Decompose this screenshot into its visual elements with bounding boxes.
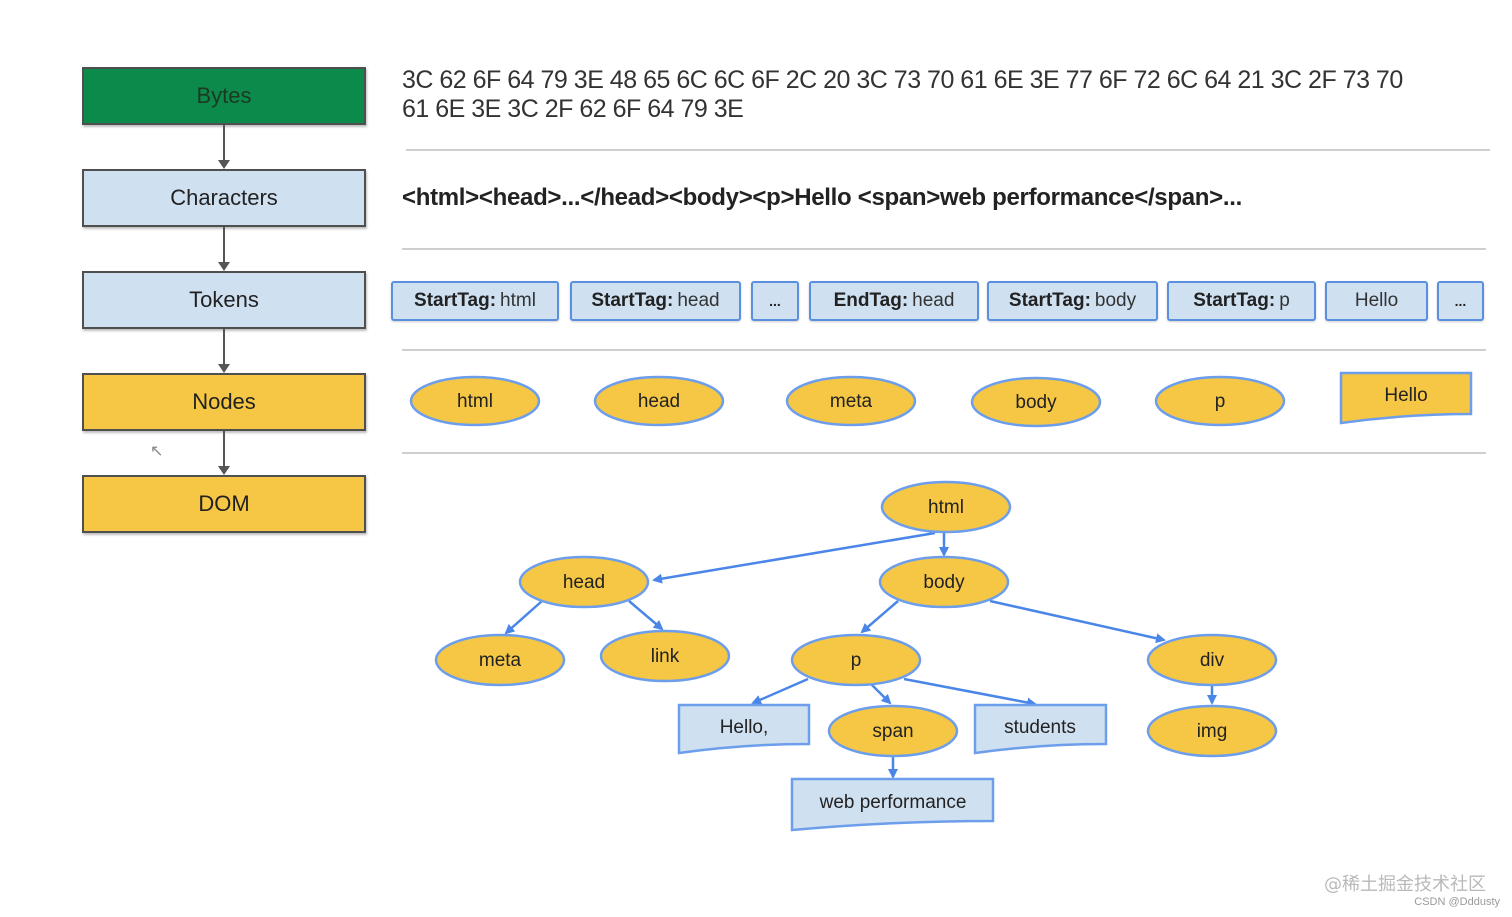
token-sep: : bbox=[1084, 290, 1091, 311]
token-sep: : bbox=[489, 290, 497, 311]
edge-body-div bbox=[989, 599, 1166, 644]
token-text-hello: Hello bbox=[1325, 281, 1428, 321]
edge-body-p bbox=[860, 600, 899, 634]
dom-node-p: p bbox=[790, 633, 922, 687]
token-sep: : bbox=[667, 290, 674, 311]
stage-characters: Characters bbox=[82, 169, 366, 227]
node-hello-text: Hello bbox=[1339, 371, 1473, 425]
edge-p-students bbox=[903, 677, 1037, 708]
token-kind: StartTag bbox=[414, 290, 490, 311]
token-value: Hello bbox=[1354, 290, 1399, 311]
token-value: html bbox=[500, 290, 536, 311]
node-p: p bbox=[1154, 375, 1286, 427]
token-value: head bbox=[912, 290, 955, 311]
node-label: head bbox=[638, 391, 680, 412]
node-label: html bbox=[928, 497, 964, 518]
token-endtag-head: EndTag:head bbox=[809, 281, 979, 321]
node-label: Hello bbox=[1384, 385, 1427, 406]
dom-node-hello-text: Hello, bbox=[677, 703, 811, 755]
node-label: p bbox=[1215, 391, 1226, 412]
stage-dom-label: DOM bbox=[198, 491, 250, 516]
pipeline-connector bbox=[223, 329, 225, 364]
pipeline-connector bbox=[223, 227, 225, 262]
dom-node-meta: meta bbox=[434, 633, 566, 687]
node-label: meta bbox=[830, 391, 873, 412]
stage-characters-label: Characters bbox=[170, 185, 278, 210]
node-label: body bbox=[923, 572, 965, 593]
divider bbox=[402, 349, 1486, 351]
node-body: body bbox=[970, 376, 1102, 428]
node-label: students bbox=[1004, 717, 1076, 738]
watermark-sub: CSDN @Dddusty bbox=[1414, 896, 1500, 908]
divider bbox=[402, 248, 1486, 250]
pipeline-connector bbox=[223, 125, 225, 160]
stage-bytes: Bytes bbox=[82, 67, 366, 125]
watermark: @稀土掘金技术社区 bbox=[1324, 874, 1486, 895]
pipeline-arrow-icon bbox=[218, 262, 230, 271]
pipeline-connector bbox=[223, 431, 225, 466]
node-label: head bbox=[563, 572, 605, 593]
token-starttag-head: StartTag:head bbox=[570, 281, 741, 321]
node-html: html bbox=[409, 375, 541, 427]
node-label: meta bbox=[479, 650, 522, 671]
dom-node-students-text: students bbox=[973, 703, 1108, 755]
token-value: head bbox=[677, 290, 720, 311]
node-label: body bbox=[1015, 392, 1057, 413]
node-label: img bbox=[1197, 721, 1228, 742]
dom-node-link: link bbox=[599, 629, 731, 683]
dom-edges bbox=[504, 531, 1217, 779]
token-kind: EndTag bbox=[833, 290, 902, 311]
dom-node-span: span bbox=[827, 704, 959, 758]
token-starttag-html: StartTag:html bbox=[391, 281, 559, 321]
token-value: p bbox=[1279, 290, 1290, 311]
node-head: head bbox=[593, 375, 725, 427]
edge-head-link bbox=[628, 600, 664, 631]
token-kind: StartTag bbox=[1193, 290, 1269, 311]
token-kind: ... bbox=[769, 293, 781, 309]
token-sep: : bbox=[1268, 290, 1276, 311]
bytes-hex-text: 3C 62 6F 64 79 3E 48 65 6C 6C 6F 2C 20 3… bbox=[402, 66, 1403, 123]
dom-node-div: div bbox=[1146, 633, 1278, 687]
pipeline-arrow-icon bbox=[218, 466, 230, 475]
edge-html-head bbox=[652, 531, 936, 584]
node-label: div bbox=[1200, 650, 1225, 671]
mouse-cursor-icon: ↖ bbox=[150, 443, 164, 460]
dom-node-html: html bbox=[880, 480, 1012, 534]
node-label: link bbox=[651, 646, 680, 667]
node-label: web performance bbox=[819, 792, 967, 813]
dom-node-head: head bbox=[518, 555, 650, 609]
token-kind: StartTag bbox=[1008, 290, 1085, 311]
dom-node-img: img bbox=[1146, 704, 1278, 758]
pipeline-arrow-icon bbox=[218, 364, 230, 373]
token-sep: : bbox=[901, 290, 909, 311]
token-value: body bbox=[1094, 290, 1137, 311]
token-kind: StartTag bbox=[591, 290, 668, 311]
node-label: html bbox=[457, 391, 493, 412]
token-starttag-body: StartTag:body bbox=[987, 281, 1158, 321]
stage-bytes-label: Bytes bbox=[196, 83, 252, 108]
token-kind: ... bbox=[1454, 293, 1467, 309]
dom-node-body: body bbox=[878, 555, 1010, 609]
divider bbox=[406, 149, 1490, 151]
stage-dom: DOM bbox=[82, 475, 366, 533]
node-meta: meta bbox=[785, 375, 917, 427]
edge-p-span bbox=[870, 683, 892, 705]
dom-node-web-performance-text: web performance bbox=[790, 777, 995, 832]
node-label: p bbox=[851, 650, 862, 671]
node-label: Hello, bbox=[720, 717, 769, 738]
edge-head-meta bbox=[504, 600, 543, 635]
stage-nodes-label: Nodes bbox=[192, 389, 256, 414]
node-label: span bbox=[872, 721, 913, 742]
token-ellipsis: ... bbox=[751, 281, 799, 321]
token-starttag-p: StartTag:p bbox=[1167, 281, 1316, 321]
characters-text: <html><head>...</head><body><p>Hello <sp… bbox=[402, 184, 1242, 211]
pipeline-arrow-icon bbox=[218, 160, 230, 169]
stage-nodes: Nodes bbox=[82, 373, 366, 431]
token-ellipsis: ... bbox=[1437, 281, 1484, 321]
stage-tokens: Tokens bbox=[82, 271, 366, 329]
stage-tokens-label: Tokens bbox=[189, 287, 259, 312]
edge-p-hello bbox=[751, 677, 809, 705]
